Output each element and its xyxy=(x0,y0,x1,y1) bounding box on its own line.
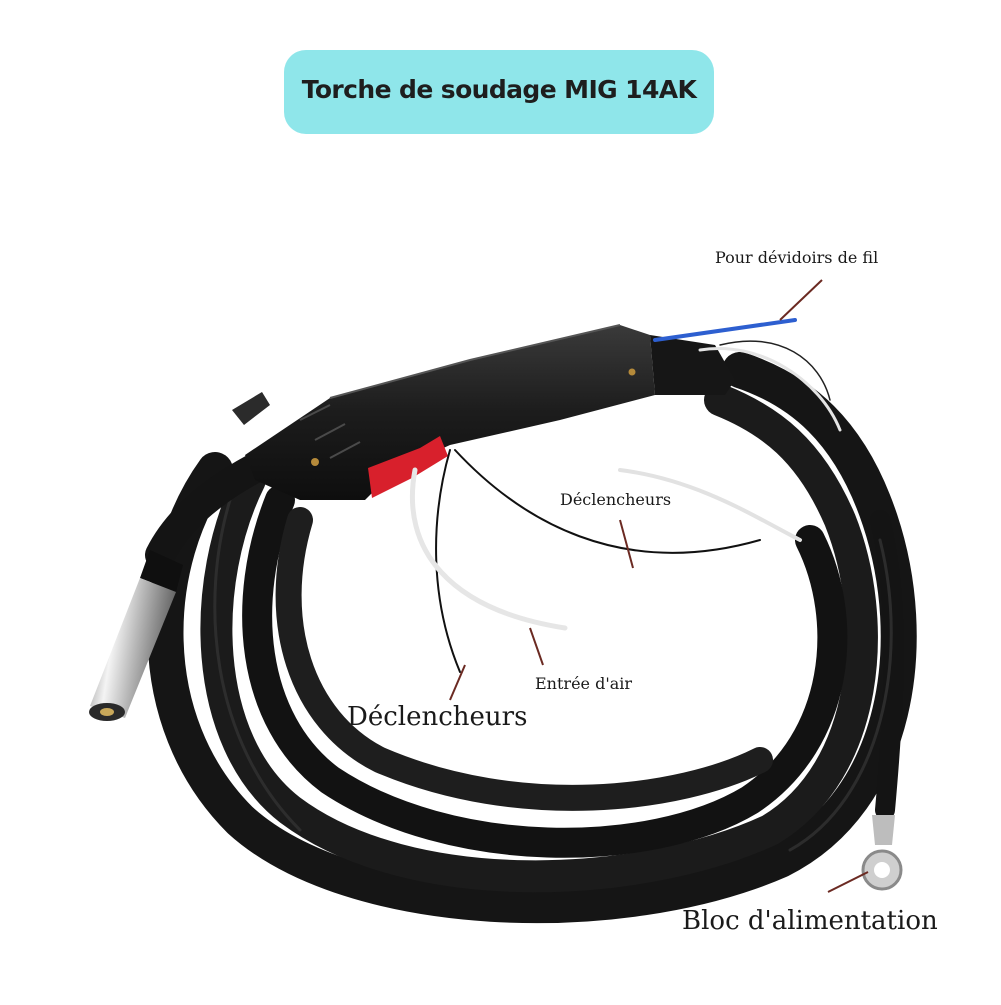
torch-neck xyxy=(89,453,270,721)
cable-coil xyxy=(147,352,917,924)
label-pointers xyxy=(449,279,869,893)
power-lug xyxy=(861,815,903,891)
torch-handle xyxy=(232,324,735,500)
control-wires xyxy=(409,318,842,673)
label-power-block: Bloc d'alimentation xyxy=(682,906,938,936)
label-air-inlet: Entrée d'air xyxy=(535,674,633,693)
product-title: Torche de soudage MIG 14AK xyxy=(284,50,714,134)
label-triggers-large: Déclencheurs xyxy=(347,702,528,732)
label-triggers-small: Déclencheurs xyxy=(560,490,672,509)
label-wire-feeder: Pour dévidoirs de fil xyxy=(715,248,879,267)
trigger xyxy=(368,436,448,498)
